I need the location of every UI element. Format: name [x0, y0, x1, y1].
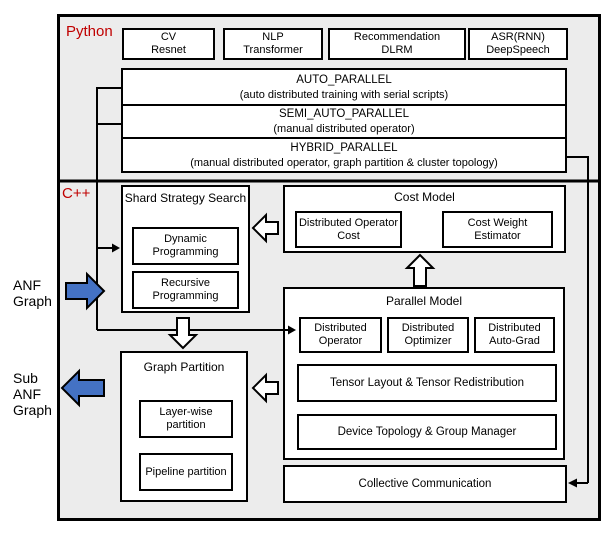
cost-weight-estimator-box: Cost Weight Estimator	[442, 211, 553, 248]
shard-strategy-search-box: Shard Strategy Search Dynamic Programmin…	[121, 185, 250, 313]
model-impl: Transformer	[243, 44, 303, 56]
recursive-programming-box: Recursive Programming	[132, 271, 239, 309]
distributed-operator-box: Distributed Operator	[299, 317, 382, 353]
anf-graph-label: ANF Graph	[13, 277, 52, 309]
api-subtitle: (auto distributed training with serial s…	[239, 88, 449, 101]
api-title: SEMI_AUTO_PARALLEL	[279, 108, 409, 120]
graph-partition-box: Graph Partition Layer-wise partition Pip…	[120, 351, 248, 502]
api-subtitle: (manual distributed operator, graph part…	[190, 156, 498, 169]
api-box-auto-parallel: AUTO_PARALLEL (auto distributed training…	[121, 68, 567, 106]
model-name: Recommendation	[353, 31, 441, 43]
distributed-optimizer-box: Distributed Optimizer	[387, 317, 469, 353]
model-box-recommendation: Recommendation DLRM	[328, 28, 466, 60]
model-impl: DLRM	[381, 44, 413, 56]
distributed-operator-cost-box: Distributed Operator Cost	[295, 211, 402, 248]
cost-model-box: Cost Model Distributed Operator Cost Cos…	[283, 185, 566, 253]
model-box-nlp: NLP Transformer	[223, 28, 323, 60]
collective-communication-box: Collective Communication	[283, 465, 567, 503]
python-section-label: Python	[66, 23, 113, 40]
model-impl: Resnet	[151, 44, 186, 56]
api-title: AUTO_PARALLEL	[296, 73, 392, 86]
model-name: NLP	[262, 31, 284, 43]
api-subtitle: (manual distributed operator)	[273, 123, 415, 135]
device-topology-group-manager-box: Device Topology & Group Manager	[297, 414, 557, 450]
model-impl: DeepSpeech	[486, 44, 550, 56]
group-title: Graph Partition	[143, 360, 225, 374]
group-title: Parallel Model	[385, 294, 463, 308]
cpp-section-label: C++	[62, 185, 91, 202]
model-name: ASR(RNN)	[491, 31, 545, 43]
model-box-asr: ASR(RNN) DeepSpeech	[468, 28, 568, 60]
api-title: HYBRID_PARALLEL	[290, 141, 398, 154]
api-box-semi-auto-parallel: SEMI_AUTO_PARALLEL (manual distributed o…	[121, 104, 567, 139]
sub-anf-graph-label: Sub ANF Graph	[13, 370, 52, 418]
dynamic-programming-box: Dynamic Programming	[132, 227, 239, 265]
parallel-model-box: Parallel Model Distributed Operator Dist…	[283, 287, 565, 460]
api-box-hybrid-parallel: HYBRID_PARALLEL (manual distributed oper…	[121, 137, 567, 173]
model-box-cv: CV Resnet	[122, 28, 215, 60]
pipeline-partition-box: Pipeline partition	[139, 453, 233, 491]
group-title: Shard Strategy Search	[124, 191, 247, 205]
distributed-auto-grad-box: Distributed Auto-Grad	[474, 317, 555, 353]
layer-wise-partition-box: Layer-wise partition	[139, 400, 233, 438]
group-title: Cost Model	[394, 190, 455, 204]
model-name: CV	[160, 31, 177, 43]
tensor-layout-redistribution-box: Tensor Layout & Tensor Redistribution	[297, 364, 557, 402]
